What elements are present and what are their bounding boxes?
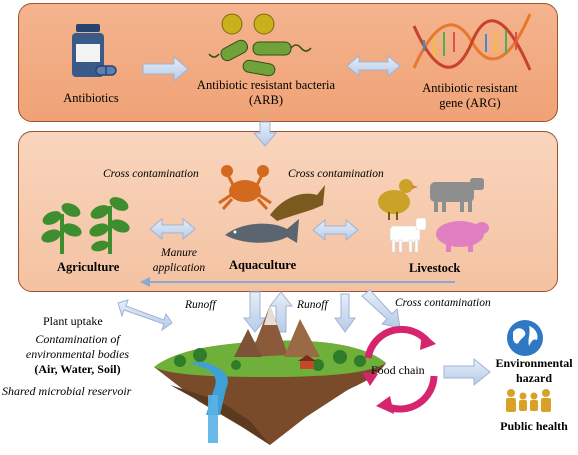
arrow-antibiotics-to-arb — [142, 55, 189, 83]
bacteria-icon — [208, 13, 312, 77]
food-chain-label: Food chain — [371, 363, 425, 377]
contamination-label-line3: (Air, Water, Soil) — [34, 362, 121, 376]
arrow-runoff-right-down — [334, 293, 356, 333]
arrow-down-to-sectors — [252, 121, 278, 147]
arrow-plant-uptake — [117, 299, 173, 332]
environmental-hazard-label-line2: hazard — [516, 371, 552, 385]
arrow-runoff-left-down — [242, 291, 268, 333]
arrow-aquaculture-livestock — [312, 218, 359, 242]
livestock-animals-icon — [378, 178, 489, 253]
cross-contamination-bottom-label: Cross contamination — [395, 297, 491, 309]
plant-uptake-label: Plant uptake — [43, 314, 103, 328]
runoff-left-label: Runoff — [185, 299, 216, 311]
aquaculture-label: Aquaculture — [229, 258, 297, 272]
globe-icon — [507, 320, 543, 356]
aquaculture-animals-icon — [218, 165, 325, 243]
food-chain-cycle-icon — [362, 325, 438, 414]
floating-island-illustration — [154, 305, 386, 445]
people-icon — [506, 389, 551, 412]
antibiotics-bottle-icon — [72, 24, 117, 77]
livestock-label: Livestock — [409, 261, 461, 275]
arb-label-line2: (ARB) — [248, 93, 284, 107]
runoff-right-label: Runoff — [297, 299, 328, 311]
arrow-livestock-to-agriculture-head — [140, 277, 150, 287]
resistance-origin-panel — [18, 3, 558, 122]
cross-contamination-left-label: Cross contamination — [103, 168, 199, 180]
cross-contamination-right-label: Cross contamination — [288, 168, 384, 180]
arrow-runoff-center-up — [268, 291, 294, 333]
contamination-label-line2: environmental bodies — [25, 347, 130, 361]
environmental-hazard-label-line1: Environmental — [495, 356, 573, 370]
arrow-food-chain-to-outputs — [443, 357, 491, 387]
public-health-label: Public health — [500, 419, 568, 433]
arrow-agriculture-aquaculture — [149, 217, 196, 241]
arb-label-line1: Antibiotic resistant bacteria — [196, 78, 336, 92]
shared-reservoir-label: Shared microbial reservoir — [2, 384, 132, 398]
arrow-arb-arg — [346, 54, 401, 78]
arg-label-line1: Antibiotic resistant — [422, 81, 518, 95]
agriculture-label: Agriculture — [57, 260, 120, 274]
arrow-cross-contamination-diag — [361, 289, 401, 329]
manure-label-line1: Manure — [161, 247, 197, 259]
antibiotics-label: Antibiotics — [63, 91, 119, 105]
manure-label-line2: application — [152, 262, 206, 274]
contamination-label-line1: Contamination of — [35, 332, 120, 346]
arg-label-line2: gene (ARG) — [439, 96, 501, 110]
dna-helix-icon — [412, 13, 532, 71]
plants-icon — [41, 197, 130, 254]
